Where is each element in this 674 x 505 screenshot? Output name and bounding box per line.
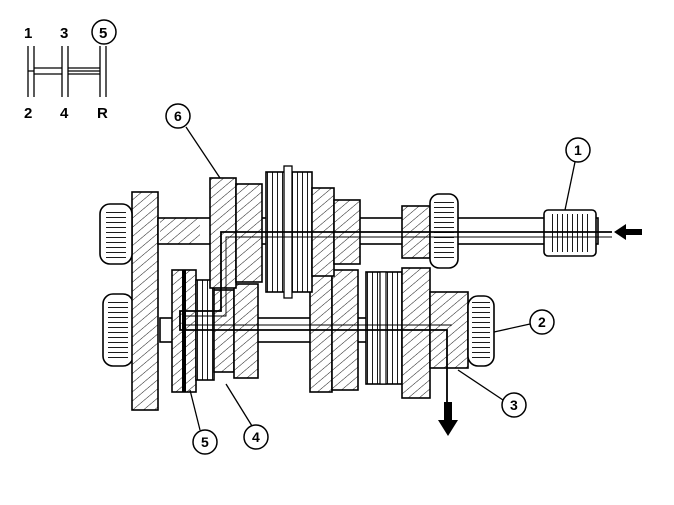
shift-pattern: 1 3 5 2 4 R (24, 19, 117, 122)
power-output-arrow-icon (438, 402, 458, 436)
power-flow-path (179, 231, 612, 402)
callout-5-label: 5 (201, 434, 209, 450)
gear-3-label: 3 (60, 25, 68, 42)
input-shaft (99, 165, 599, 299)
callout-3: 3 (457, 369, 527, 418)
callout-5: 5 (189, 389, 218, 455)
callout-4-label: 4 (252, 429, 260, 445)
callout-6: 6 (165, 103, 221, 179)
gear-1-label: 1 (24, 25, 32, 42)
gear-4-label: 4 (60, 105, 69, 122)
gear-r-label: R (97, 105, 108, 122)
shift-gate-lines (27, 46, 107, 97)
callout-6-label: 6 (174, 108, 182, 124)
gear-5-circle (91, 19, 117, 45)
gear-2-label: 2 (24, 105, 32, 122)
callout-1: 1 (564, 137, 591, 211)
gear-5-label: 5 (99, 25, 107, 42)
callout-2-label: 2 (538, 314, 546, 330)
callout-3-label: 3 (510, 397, 518, 413)
callout-4: 4 (225, 383, 269, 450)
callout-2: 2 (493, 309, 555, 335)
callout-1-label: 1 (574, 142, 582, 158)
power-input-arrow-icon (614, 224, 642, 240)
